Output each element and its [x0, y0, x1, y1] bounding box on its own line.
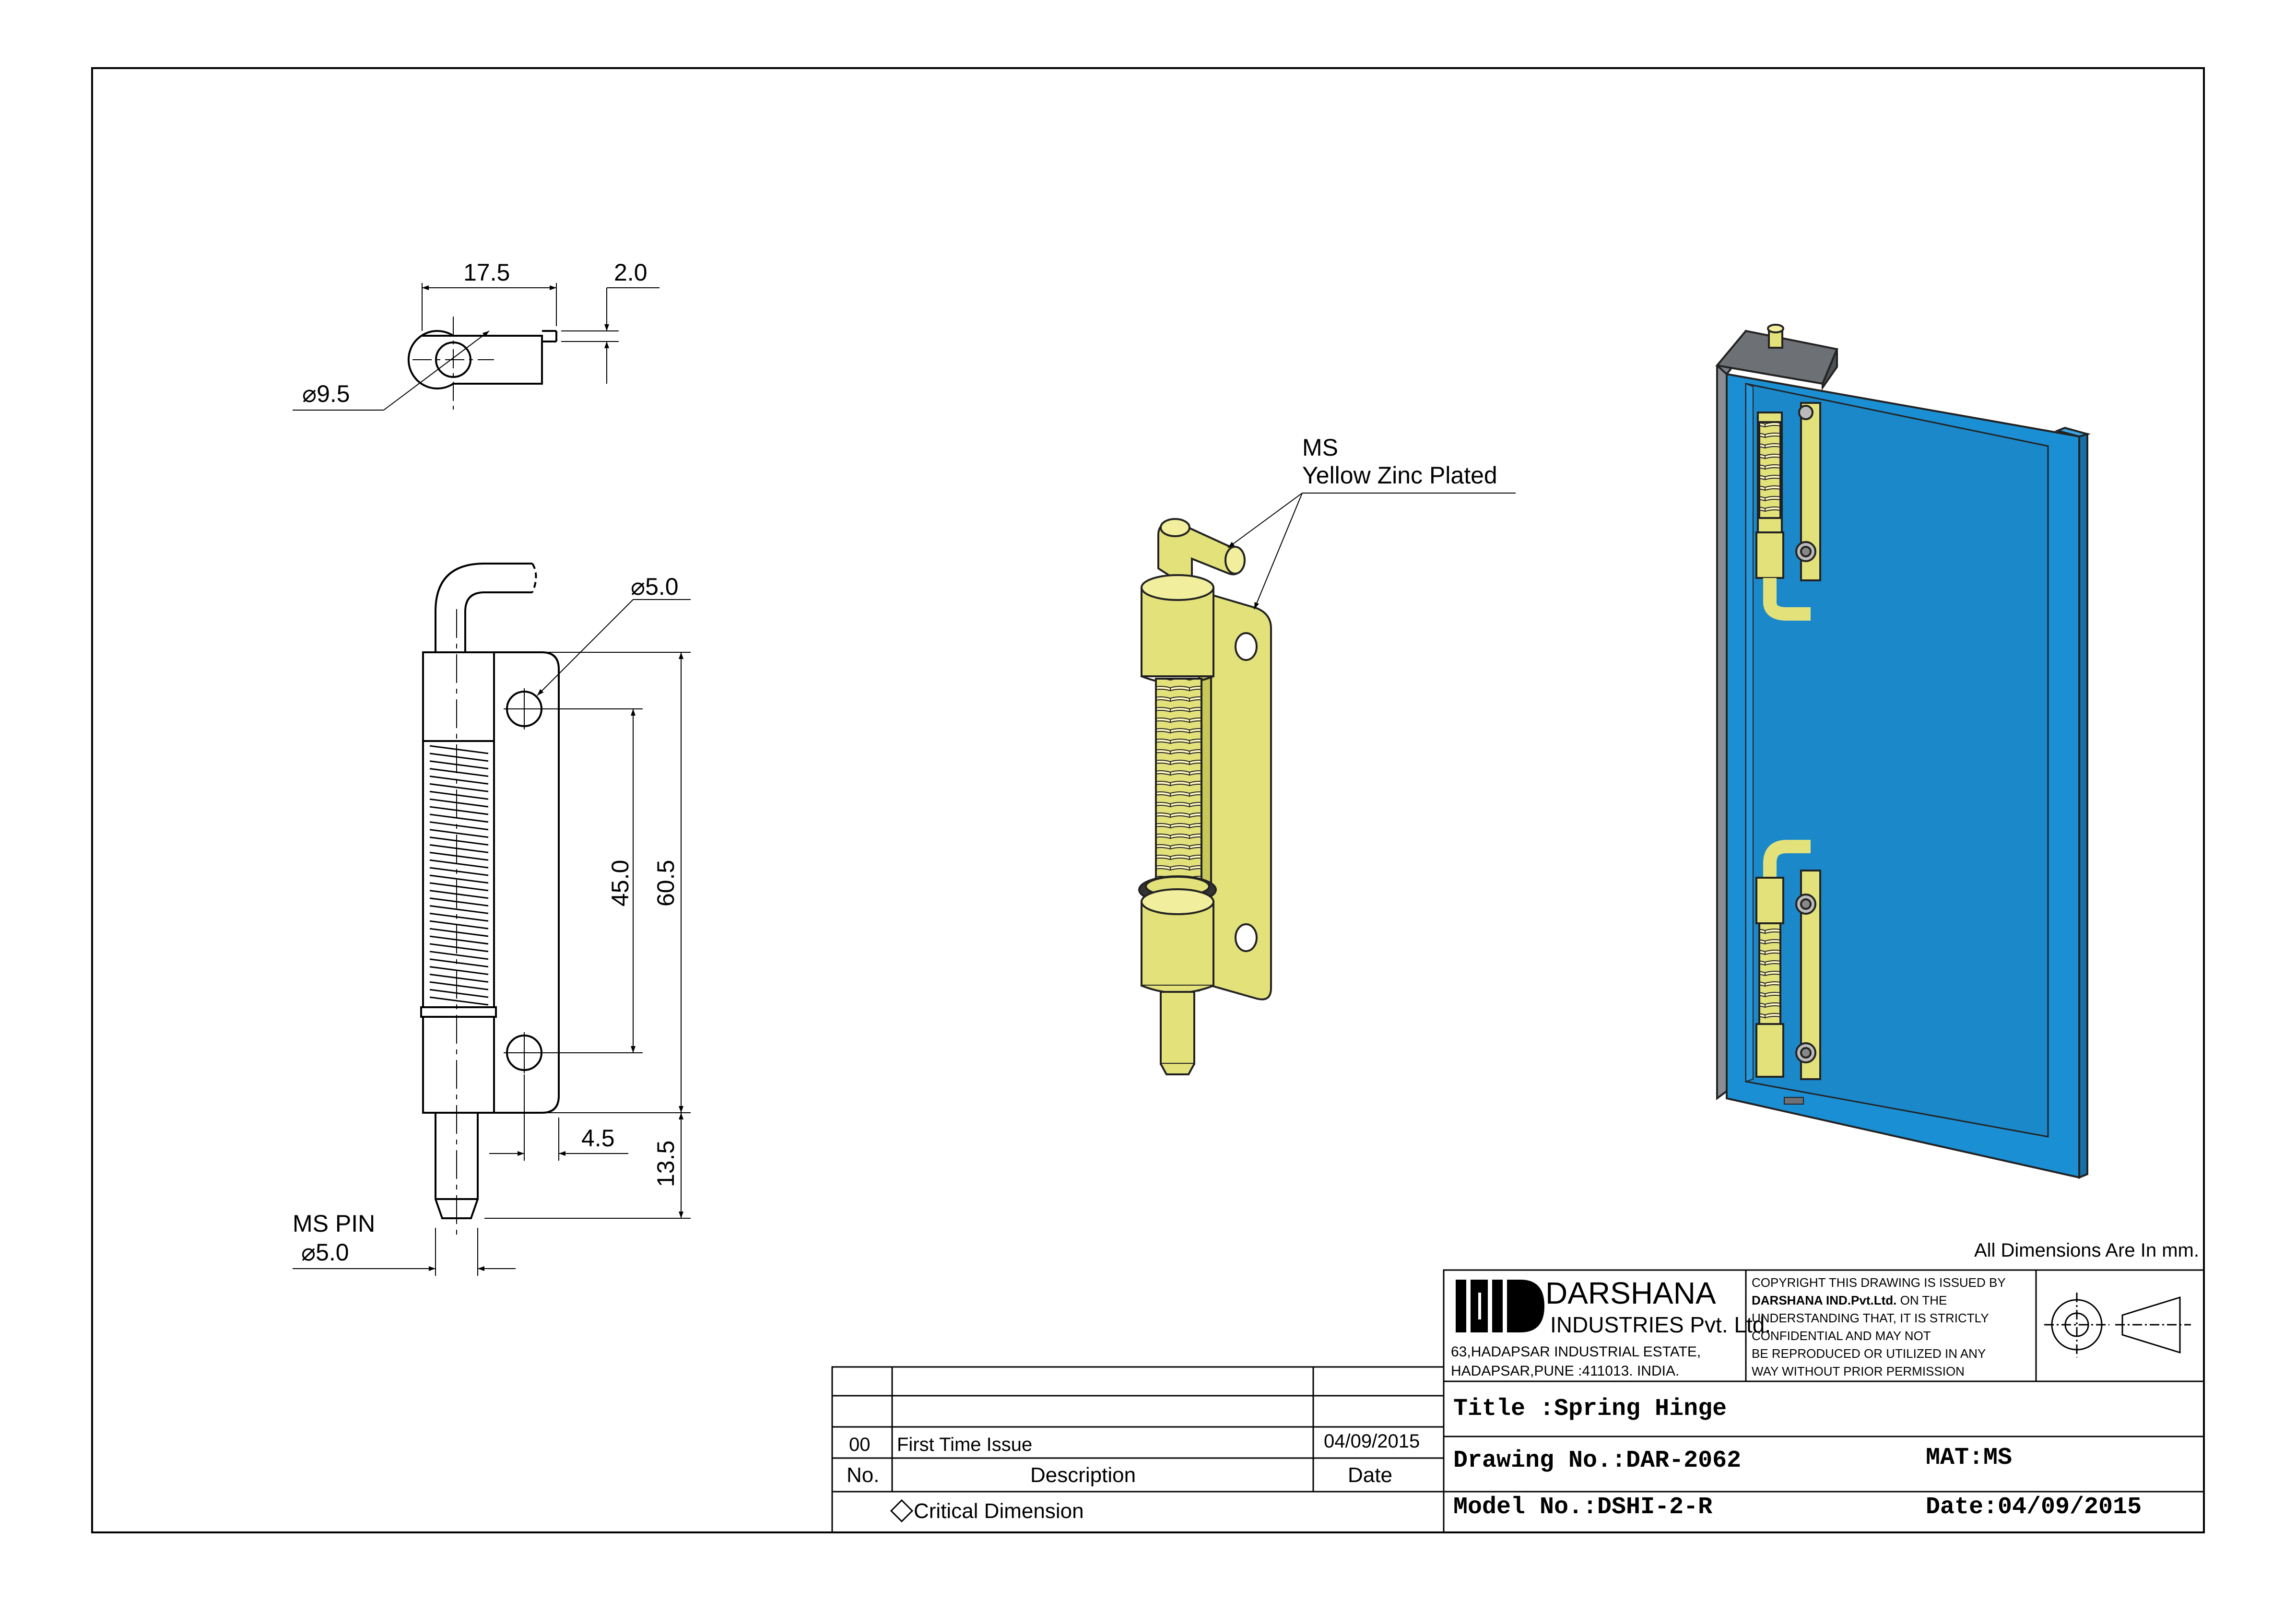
critical-dimension-note: Critical Dimension	[914, 1499, 1084, 1523]
spring-coil	[429, 806, 489, 823]
spring-coil	[429, 745, 489, 762]
model-number: Model No.:DSHI-2-R	[1453, 1494, 1712, 1521]
spring-coil	[429, 851, 489, 869]
callout-material: MS	[1302, 434, 1338, 461]
revision-description: First Time Issue	[897, 1434, 1032, 1455]
spring-coil	[429, 897, 489, 914]
drawing-date: Date:04/09/2015	[1926, 1494, 2142, 1521]
ms-pin-dia: ⌀5.0	[301, 1239, 349, 1266]
copyright-notice: COPYRIGHT THIS DRAWING IS ISSUED BY DARS…	[1752, 1275, 2006, 1378]
svg-text:BE REPRODUCED OR UTILIZED IN A: BE REPRODUCED OR UTILIZED IN ANY	[1752, 1346, 1986, 1361]
spring-coil	[429, 912, 489, 930]
spring-coil	[429, 928, 489, 945]
title-block-lines	[831, 1269, 2205, 1533]
spring-coil	[429, 790, 489, 808]
spring-coil	[429, 821, 489, 838]
company-address-1: 63,HADAPSAR INDUSTRIAL ESTATE,	[1451, 1344, 1701, 1360]
dim-4-5: 4.5	[581, 1125, 615, 1152]
svg-text:CONFIDENTIAL AND MAY NOT: CONFIDENTIAL AND MAY NOT	[1752, 1329, 1931, 1343]
units-note: All Dimensions Are In mm.	[1974, 1240, 2199, 1261]
company-subtitle: INDUSTRIES Pvt. Ltd.	[1550, 1312, 1771, 1337]
front-dimensions	[293, 599, 691, 1276]
svg-text:WAY WITHOUT PRIOR PERMISSION: WAY WITHOUT PRIOR PERMISSION	[1752, 1364, 1965, 1378]
header-description: Description	[1030, 1463, 1136, 1487]
drawing-title: Title :Spring Hinge	[1453, 1395, 1727, 1423]
revision-date: 04/09/2015	[1324, 1431, 1420, 1452]
dim-60-5: 60.5	[652, 860, 679, 906]
material-callout	[1227, 493, 1516, 610]
company-address-2: HADAPSAR,PUNE :411013. INDIA.	[1451, 1363, 1679, 1379]
spring-coil	[429, 836, 489, 853]
spring-coil	[429, 973, 489, 990]
dim-2-0: 2.0	[614, 259, 648, 286]
material: MAT:MS	[1926, 1444, 2012, 1472]
company-logo	[1456, 1280, 1544, 1332]
dim-45-0: 45.0	[607, 860, 634, 906]
top-view	[293, 283, 659, 412]
drawing-number: Drawing No.:DAR-2062	[1453, 1447, 1741, 1474]
header-date: Date	[1348, 1463, 1392, 1487]
spring-coil	[429, 776, 489, 792]
dim-13-5: 13.5	[652, 1141, 679, 1187]
front-spring	[429, 745, 489, 1006]
spring-coil	[429, 867, 489, 884]
front-view	[420, 563, 560, 1235]
header-no: No.	[847, 1463, 879, 1487]
spring-coil	[429, 958, 489, 975]
ms-pin-label: MS PIN	[293, 1210, 375, 1237]
dim-dia-9-5: ⌀9.5	[302, 380, 350, 407]
spring-coil	[429, 760, 489, 777]
company-name: DARSHANA	[1545, 1276, 1716, 1310]
callout-finish: Yellow Zinc Plated	[1302, 462, 1497, 489]
spring-coil	[429, 943, 489, 960]
spring-coil	[429, 882, 489, 899]
dim-dia-5-0: ⌀5.0	[631, 573, 679, 600]
svg-text:UNDERSTANDING THAT, IT IS STRI: UNDERSTANDING THAT, IT IS STRICTLY	[1752, 1311, 1989, 1325]
svg-text:DARSHANA IND.Pvt.Ltd. ON THE: DARSHANA IND.Pvt.Ltd. ON THE	[1752, 1293, 1947, 1307]
svg-text:COPYRIGHT THIS DRAWING IS ISSU: COPYRIGHT THIS DRAWING IS ISSUED BY	[1752, 1275, 2006, 1290]
diamond-icon	[890, 1499, 914, 1523]
revision-no: 00	[849, 1434, 871, 1455]
spring-coil	[429, 989, 489, 1006]
dim-17-5: 17.5	[463, 259, 510, 286]
isometric-hinge	[1138, 518, 1272, 1075]
assembly-view	[1715, 324, 2091, 1179]
projection-symbol-icon	[2044, 1293, 2191, 1357]
